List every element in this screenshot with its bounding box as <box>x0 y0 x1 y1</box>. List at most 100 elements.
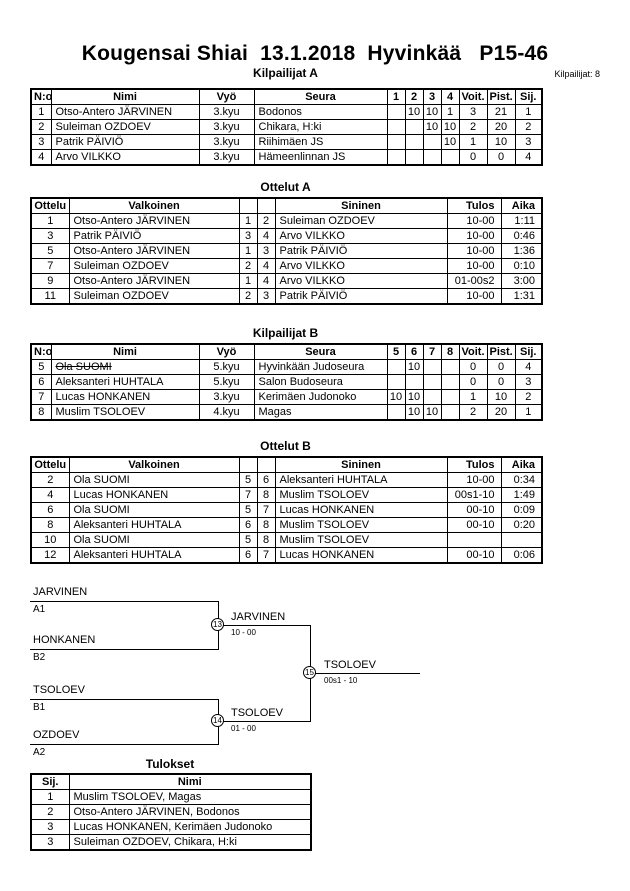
table-cell: 10 <box>440 134 460 150</box>
table-cell: Aleksanteri HUHTALA <box>50 374 200 390</box>
column-header: 5 <box>386 343 406 360</box>
table-cell: 1 <box>238 243 258 259</box>
table-cell: Muslim TSOLOEV <box>274 532 448 548</box>
table-cell: Riihimäen JS <box>253 134 388 150</box>
table-cell: 10 <box>386 389 406 405</box>
bracket-line <box>30 699 219 700</box>
table-cell: 10 <box>422 404 442 421</box>
table-cell: 3.kyu <box>198 119 255 135</box>
column-header: Sininen <box>274 197 448 214</box>
column-header: Ottelu <box>30 456 70 473</box>
table-cell: Otso-Antero JÄRVINEN <box>68 213 240 229</box>
table-cell: 3 <box>514 134 543 150</box>
bracket-competitor-label: JARVINEN <box>33 586 88 598</box>
bracket-line <box>218 625 310 626</box>
bracket-competitor-label: HONKANEN <box>33 634 96 646</box>
table-cell: 10 <box>30 532 70 548</box>
table-cell: 11 <box>30 288 70 305</box>
column-header: N:o <box>30 343 52 360</box>
bracket-seed-label: B2 <box>33 652 46 663</box>
column-header: Valkoinen <box>68 456 240 473</box>
table-cell: 10 <box>486 134 516 150</box>
bracket-score-label: 01 - 00 <box>231 724 256 733</box>
table-cell: Suleiman OZDOEV <box>68 258 240 274</box>
table-cell: 0:34 <box>500 472 543 488</box>
table-cell <box>422 359 442 375</box>
table-cell: 6 <box>256 472 276 488</box>
table-cell: 3.kyu <box>198 149 255 166</box>
column-header: Seura <box>253 88 388 105</box>
table-cell: 10-00 <box>446 228 502 244</box>
table-cell: 0 <box>486 359 516 375</box>
table-cell <box>386 104 406 120</box>
table-cell: 10 <box>404 359 424 375</box>
page-title: Kougensai Shiai 13.1.2018 Hyvinkää P15-4… <box>81 42 549 65</box>
table-cell: 10-00 <box>446 258 502 274</box>
column-header: Aika <box>500 456 543 473</box>
table-cell: Lucas HONKANEN <box>274 502 448 518</box>
table-cell: Lucas HONKANEN <box>50 389 200 405</box>
table-cell: Hämeenlinnan JS <box>253 149 388 166</box>
column-header: Voit. <box>458 343 488 360</box>
table-cell: Arvo VILKKO <box>274 273 448 289</box>
table-cell: 0:10 <box>500 258 543 274</box>
match-number-badge: 13 <box>211 618 224 631</box>
table-cell <box>404 134 424 150</box>
table-cell: 4 <box>256 228 276 244</box>
table-cell: Ola SUOMI <box>68 532 240 548</box>
table-cell <box>404 374 424 390</box>
table-cell: 01-00s2 <box>446 273 502 289</box>
bracket-seed-label: B1 <box>33 702 46 713</box>
table-cell: 8 <box>256 532 276 548</box>
column-header: Tulos <box>446 197 502 214</box>
table-cell: Aleksanteri HUHTALA <box>274 472 448 488</box>
table-cell: 21 <box>486 104 516 120</box>
table-cell: 1:36 <box>500 243 543 259</box>
table-cell: 6 <box>238 517 258 533</box>
table-cell: 5.kyu <box>198 359 255 375</box>
column-header: Sij. <box>514 343 543 360</box>
bracket-line <box>218 721 310 722</box>
table-cell: 00-10 <box>446 517 502 533</box>
table-cell: 3 <box>30 834 70 851</box>
bracket-line <box>30 601 219 602</box>
table-cell: 1 <box>30 104 52 120</box>
table-cell: Patrik PÄIVIÖ <box>274 288 448 305</box>
table-cell <box>440 359 460 375</box>
table-cell: 0 <box>458 359 488 375</box>
table-cell: Ola SUOMI <box>68 502 240 518</box>
match-number-badge: 15 <box>303 666 316 679</box>
competitors-count: Kilpailijat: 8 <box>554 69 600 79</box>
table-cell: 0 <box>458 149 488 166</box>
table-cell: 6 <box>30 374 52 390</box>
table-cell: 6 <box>238 547 258 564</box>
table-cell: Muslim TSOLOEV <box>274 487 448 503</box>
bracket-line <box>30 649 219 650</box>
table-cell: 4 <box>256 273 276 289</box>
table-cell <box>422 134 442 150</box>
table-cell <box>404 149 424 166</box>
column-header: Aika <box>500 197 543 214</box>
table-cell: 10-00 <box>446 213 502 229</box>
table-cell: 4 <box>256 258 276 274</box>
table-cell <box>422 389 442 405</box>
table-cell: 0 <box>486 149 516 166</box>
table-cell: Ola SUOMI <box>50 359 200 375</box>
table-cell: Arvo VILKKO <box>50 149 200 166</box>
table-cell <box>422 374 442 390</box>
column-header: Tulos <box>446 456 502 473</box>
table-cell: 10 <box>404 389 424 405</box>
table-cell: 2 <box>30 804 70 820</box>
table-cell: Patrik PÄIVIÖ <box>50 134 200 150</box>
table-cell <box>386 119 406 135</box>
